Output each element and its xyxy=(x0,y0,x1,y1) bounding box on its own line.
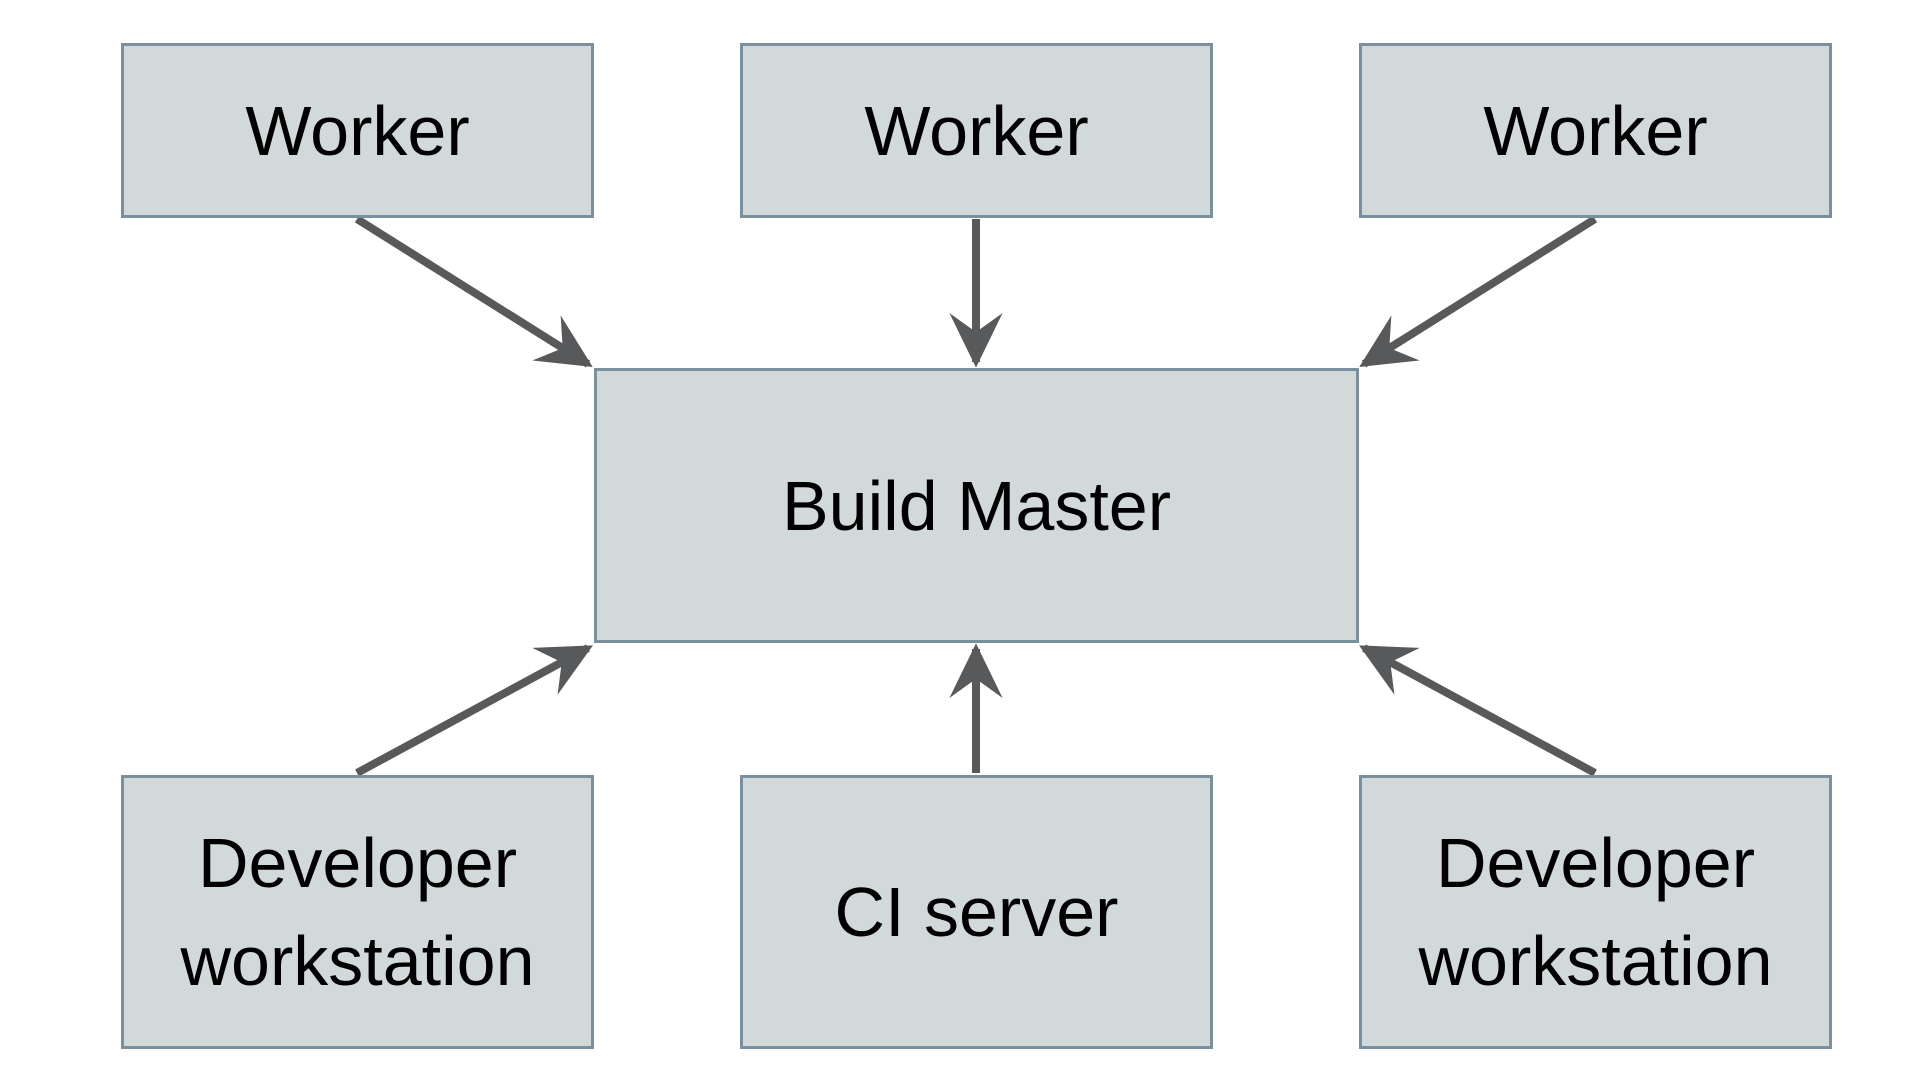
arrow-worker-left-to-build-master xyxy=(354,215,593,368)
node-worker-top-center: Worker xyxy=(740,43,1213,218)
node-worker-top-left-label: Worker xyxy=(245,91,470,170)
arrow-developer-workstation-right-to-build-master xyxy=(1359,644,1597,777)
node-worker-top-right: Worker xyxy=(1359,43,1832,218)
node-ci-server: CI server xyxy=(740,775,1213,1049)
node-ci-server-label: CI server xyxy=(834,873,1119,951)
node-developer-workstation-left-label: Developer workstation xyxy=(180,824,535,1000)
node-build-master: Build Master xyxy=(594,368,1359,643)
node-developer-workstation-left: Developer workstation xyxy=(121,775,594,1049)
node-developer-workstation-right: Developer workstation xyxy=(1359,775,1832,1049)
arrow-developer-workstation-left-to-build-master xyxy=(355,644,593,777)
node-build-master-label: Build Master xyxy=(781,466,1172,545)
node-worker-top-left: Worker xyxy=(121,43,594,218)
node-worker-top-right-label: Worker xyxy=(1483,91,1708,170)
node-developer-workstation-right-label: Developer workstation xyxy=(1418,824,1773,1000)
node-worker-top-center-label: Worker xyxy=(864,91,1089,170)
arrow-worker-right-to-build-master xyxy=(1359,215,1598,368)
